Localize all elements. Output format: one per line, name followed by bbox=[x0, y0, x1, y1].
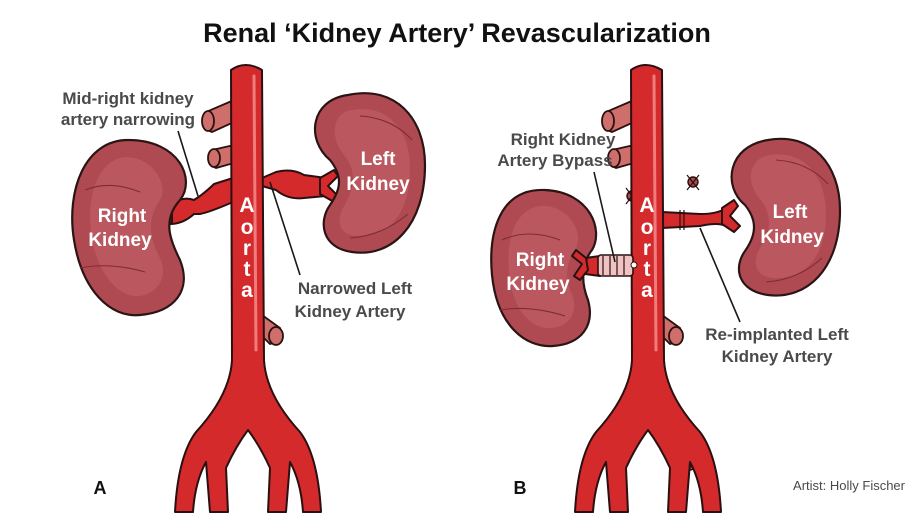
right-kidney-label: Right bbox=[516, 250, 565, 271]
right-kidney: Right Kidney bbox=[490, 188, 598, 348]
panel-b: A o r t a Right Kidney bbox=[490, 64, 849, 513]
callout-reimplant-pointer bbox=[699, 227, 741, 323]
branch-stubs bbox=[201, 98, 284, 346]
aorta-letter: A bbox=[239, 194, 254, 217]
aorta-letter: a bbox=[241, 279, 253, 302]
callout-narrowing-pointer bbox=[177, 130, 199, 197]
callout-narrowing: artery narrowing bbox=[61, 110, 195, 129]
aorta-letter: a bbox=[641, 279, 653, 302]
right-kidney-label: Kidney bbox=[88, 230, 152, 251]
callout-bypass: Right Kidney bbox=[511, 130, 616, 149]
aorta-letter: t bbox=[244, 258, 251, 281]
callout-left-artery: Narrowed Left bbox=[298, 279, 413, 298]
aorta-letter: r bbox=[643, 237, 651, 260]
page-title: Renal ‘Kidney Artery’ Revascularization bbox=[203, 18, 711, 48]
callout-bypass: Artery Bypass bbox=[497, 151, 612, 170]
right-kidney-label: Right bbox=[98, 206, 147, 227]
callout-reimplant: Kidney Artery bbox=[722, 347, 833, 366]
callout-bypass-pointer bbox=[593, 171, 616, 263]
right-kidney-label: Kidney bbox=[506, 274, 570, 295]
aorta-letter: t bbox=[644, 258, 651, 281]
callout-narrowing: Mid-right kidney bbox=[62, 89, 194, 108]
aorta-letter: o bbox=[641, 216, 654, 239]
left-kidney-label: Kidney bbox=[760, 227, 824, 248]
panel-letter-a: A bbox=[94, 478, 107, 498]
left-kidney: Left Kidney bbox=[313, 92, 427, 254]
branch-stubs bbox=[601, 98, 684, 346]
callout-left-artery-pointer bbox=[269, 181, 301, 276]
aorta-letter: A bbox=[639, 194, 654, 217]
callout-reimplant: Re-implanted Left bbox=[705, 325, 849, 344]
aorta-letters: A o r t a bbox=[239, 194, 254, 302]
right-kidney: Right Kidney bbox=[71, 138, 187, 317]
left-kidney-label: Left bbox=[361, 149, 397, 170]
left-kidney-label: Kidney bbox=[346, 174, 410, 195]
panel-a: A o r t a Right Kidney Left Kidney Mid-r… bbox=[61, 64, 427, 513]
left-kidney-label: Left bbox=[773, 202, 809, 223]
bypass-graft bbox=[584, 254, 638, 277]
aorta-letters: A o r t a bbox=[639, 194, 654, 302]
left-kidney: Left Kidney bbox=[730, 137, 842, 297]
left-kidney-artery-reimplanted bbox=[661, 207, 727, 229]
callout-left-artery: Kidney Artery bbox=[295, 302, 406, 321]
artist-credit: Artist: Holly Fischer bbox=[793, 478, 906, 493]
panel-letter-b: B bbox=[514, 478, 527, 498]
aorta-letter: o bbox=[241, 216, 254, 239]
aorta-letter: r bbox=[243, 237, 251, 260]
